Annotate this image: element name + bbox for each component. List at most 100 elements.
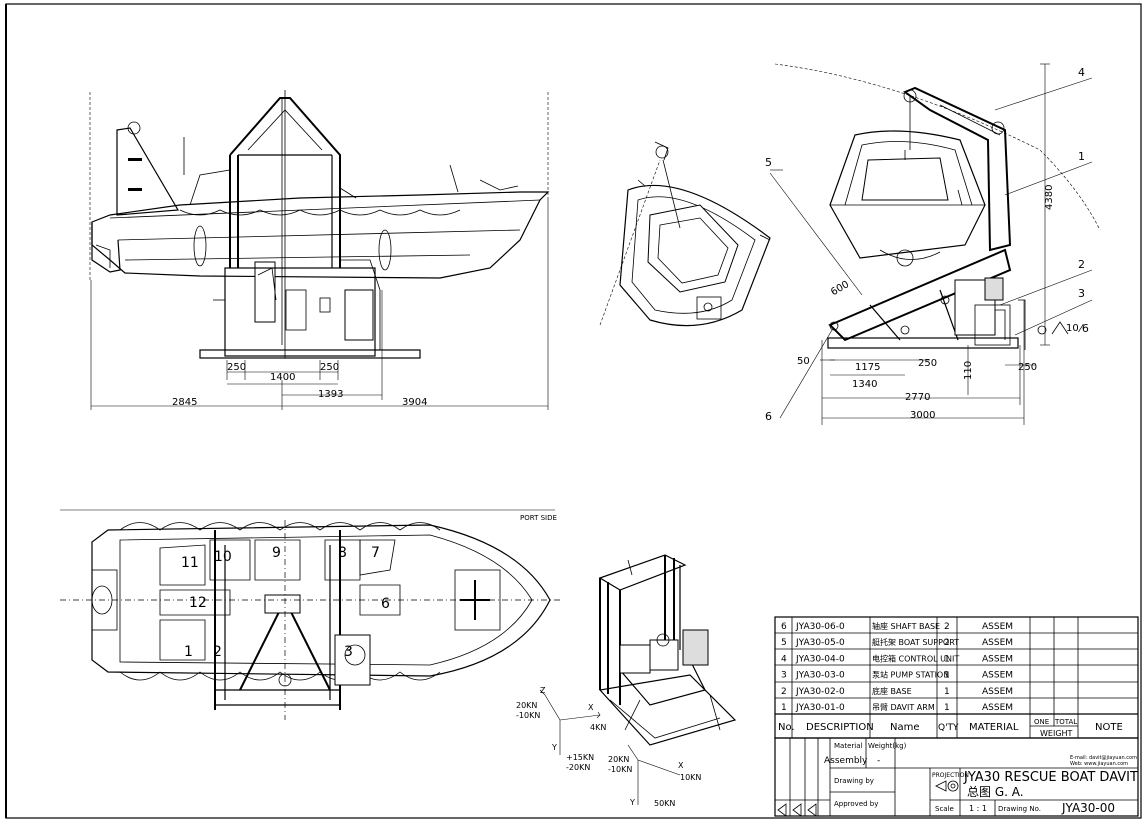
bom-row-3-no: 3 (781, 671, 787, 681)
bom-header-description: DESCRIPTION (806, 722, 874, 733)
tb-email: E-mail: davit@jiayuan.com (1070, 755, 1137, 761)
callout-6: 6 (765, 410, 772, 423)
boat-side-view (89, 90, 550, 410)
bom-row-1-no: 1 (781, 703, 787, 713)
bom-header-material: MATERIAL (969, 722, 1019, 733)
hull-outline (91, 191, 550, 279)
left-z: Z (540, 686, 546, 695)
bom-header-no: No. (778, 722, 795, 733)
davit-frame-front (229, 97, 341, 268)
dim-600: 600 (829, 279, 851, 298)
bom-row-6-qty: 2 (944, 622, 950, 632)
tb-scale-label: Scale (935, 805, 954, 813)
bom-row-1-name: 吊臂 DAVIT ARM (872, 702, 935, 712)
bom-row-2-material: ASSEM (982, 687, 1013, 697)
boat-swung-view (599, 141, 771, 327)
bom-row-4-desc: JYA30-04-0 (795, 654, 845, 664)
right-x: X (678, 761, 684, 770)
bom-header-qty: Q'TY (938, 723, 959, 733)
dim-250-elev: 250 (918, 358, 937, 369)
tb-material-label: Material (834, 742, 862, 750)
callout-4: 4 (1078, 66, 1085, 79)
bom-row-6-no: 6 (781, 622, 787, 632)
tb-drawing-by: Drawing by (834, 777, 874, 785)
seat-7: 7 (371, 545, 380, 561)
davit-iso-view (598, 554, 737, 746)
dim-50: 50 (797, 356, 810, 367)
dim-250-elev-right: 250 (1018, 362, 1037, 373)
dim-110: 110 (963, 361, 974, 380)
dim-1400: 1400 (270, 372, 295, 383)
seat-12: 12 (189, 595, 207, 611)
dim-2845: 2845 (172, 397, 197, 408)
tb-scale-value: 1 : 1 (969, 804, 987, 813)
callout-1: 1 (1078, 150, 1085, 163)
tb-drawing-no: JYA30-00 (1061, 801, 1115, 815)
left-x-load: 4KN (590, 723, 606, 732)
bom-row-4-qty: 1 (944, 654, 950, 664)
load-axes-left (539, 689, 601, 755)
tb-weight-label: Weight(kg) (868, 742, 907, 750)
bom-row-2-name: 底座 BASE (872, 686, 912, 696)
dim-2770: 2770 (905, 392, 930, 403)
right-z-load1: 20KN (608, 755, 629, 764)
right-y-load: 50KN (654, 799, 675, 808)
tb-approved-by: Approved by (834, 800, 878, 808)
bom-row-5-qty: 2 (944, 638, 950, 648)
left-x: X (588, 703, 594, 712)
seat-9: 9 (272, 545, 281, 561)
dim-1340: 1340 (852, 379, 877, 390)
bom-row-1-desc: JYA30-01-0 (795, 703, 845, 713)
left-z-load1: 20KN (516, 701, 537, 710)
bom-row-5-material: ASSEM (982, 638, 1013, 648)
bom-row-4-material: ASSEM (982, 654, 1013, 664)
tb-web: Web: www.jiayuan.com (1070, 761, 1128, 767)
dim-1393: 1393 (318, 389, 343, 400)
tb-title: JYA30 RESCUE BOAT DAVIT (963, 770, 1138, 785)
roughness-value: 10 (1066, 323, 1079, 334)
load-axes-right (627, 744, 681, 805)
bom-header-note: NOTE (1095, 722, 1123, 733)
davit-elevation-view (769, 63, 1101, 425)
bom-row-3-material: ASSEM (982, 671, 1013, 681)
bom-row-2-no: 2 (781, 687, 787, 697)
outboard-engine (91, 222, 121, 273)
seat-3: 3 (344, 644, 353, 660)
bom-row-3-name: 泵站 PUMP STATION (872, 670, 949, 680)
dim-250-right: 250 (320, 362, 339, 373)
bom-row-6-desc: JYA30-06-0 (795, 622, 845, 632)
bom-row-2-desc: JYA30-02-0 (795, 687, 845, 697)
seat-10: 10 (214, 549, 232, 565)
tb-subtitle: 总图 G. A. (967, 785, 1024, 799)
bom-header-name: Name (890, 722, 920, 733)
right-z-load2: -10KN (608, 765, 632, 774)
bom-row-3-qty: 1 (944, 671, 950, 681)
seat-8: 8 (338, 545, 347, 561)
right-y: Y (629, 798, 635, 807)
left-z-load2: -10KN (516, 711, 540, 720)
tb-weight-value: - (877, 756, 880, 766)
bom-row-6-name: 轴座 SHAFT BASE (872, 621, 940, 631)
bom-row-1-qty: 1 (944, 703, 950, 713)
bom-row-4-name: 电控箱 CONTROL UNIT (872, 653, 959, 663)
seat-1: 1 (184, 644, 193, 660)
stern-mast (116, 127, 179, 216)
left-y-load2: -20KN (566, 763, 590, 772)
tb-assembly: Assembly (824, 756, 868, 766)
callout-5: 5 (765, 156, 772, 169)
dim-3904: 3904 (402, 397, 427, 408)
bom-row-5-desc: JYA30-05-0 (795, 638, 845, 648)
callout-3: 3 (1078, 287, 1085, 300)
dim-1175: 1175 (855, 362, 880, 373)
bom-header-weight: WEIGHT (1040, 729, 1073, 738)
bom-row-4-no: 4 (781, 654, 787, 664)
title-block (774, 737, 1139, 817)
dim-250-left: 250 (227, 362, 246, 373)
roughness-symbol: ⁄6 (1077, 322, 1089, 335)
seat-2: 2 (213, 644, 222, 660)
seat-6: 6 (381, 596, 390, 612)
bom-row-6-material: ASSEM (982, 622, 1013, 632)
callout-2: 2 (1078, 258, 1085, 271)
